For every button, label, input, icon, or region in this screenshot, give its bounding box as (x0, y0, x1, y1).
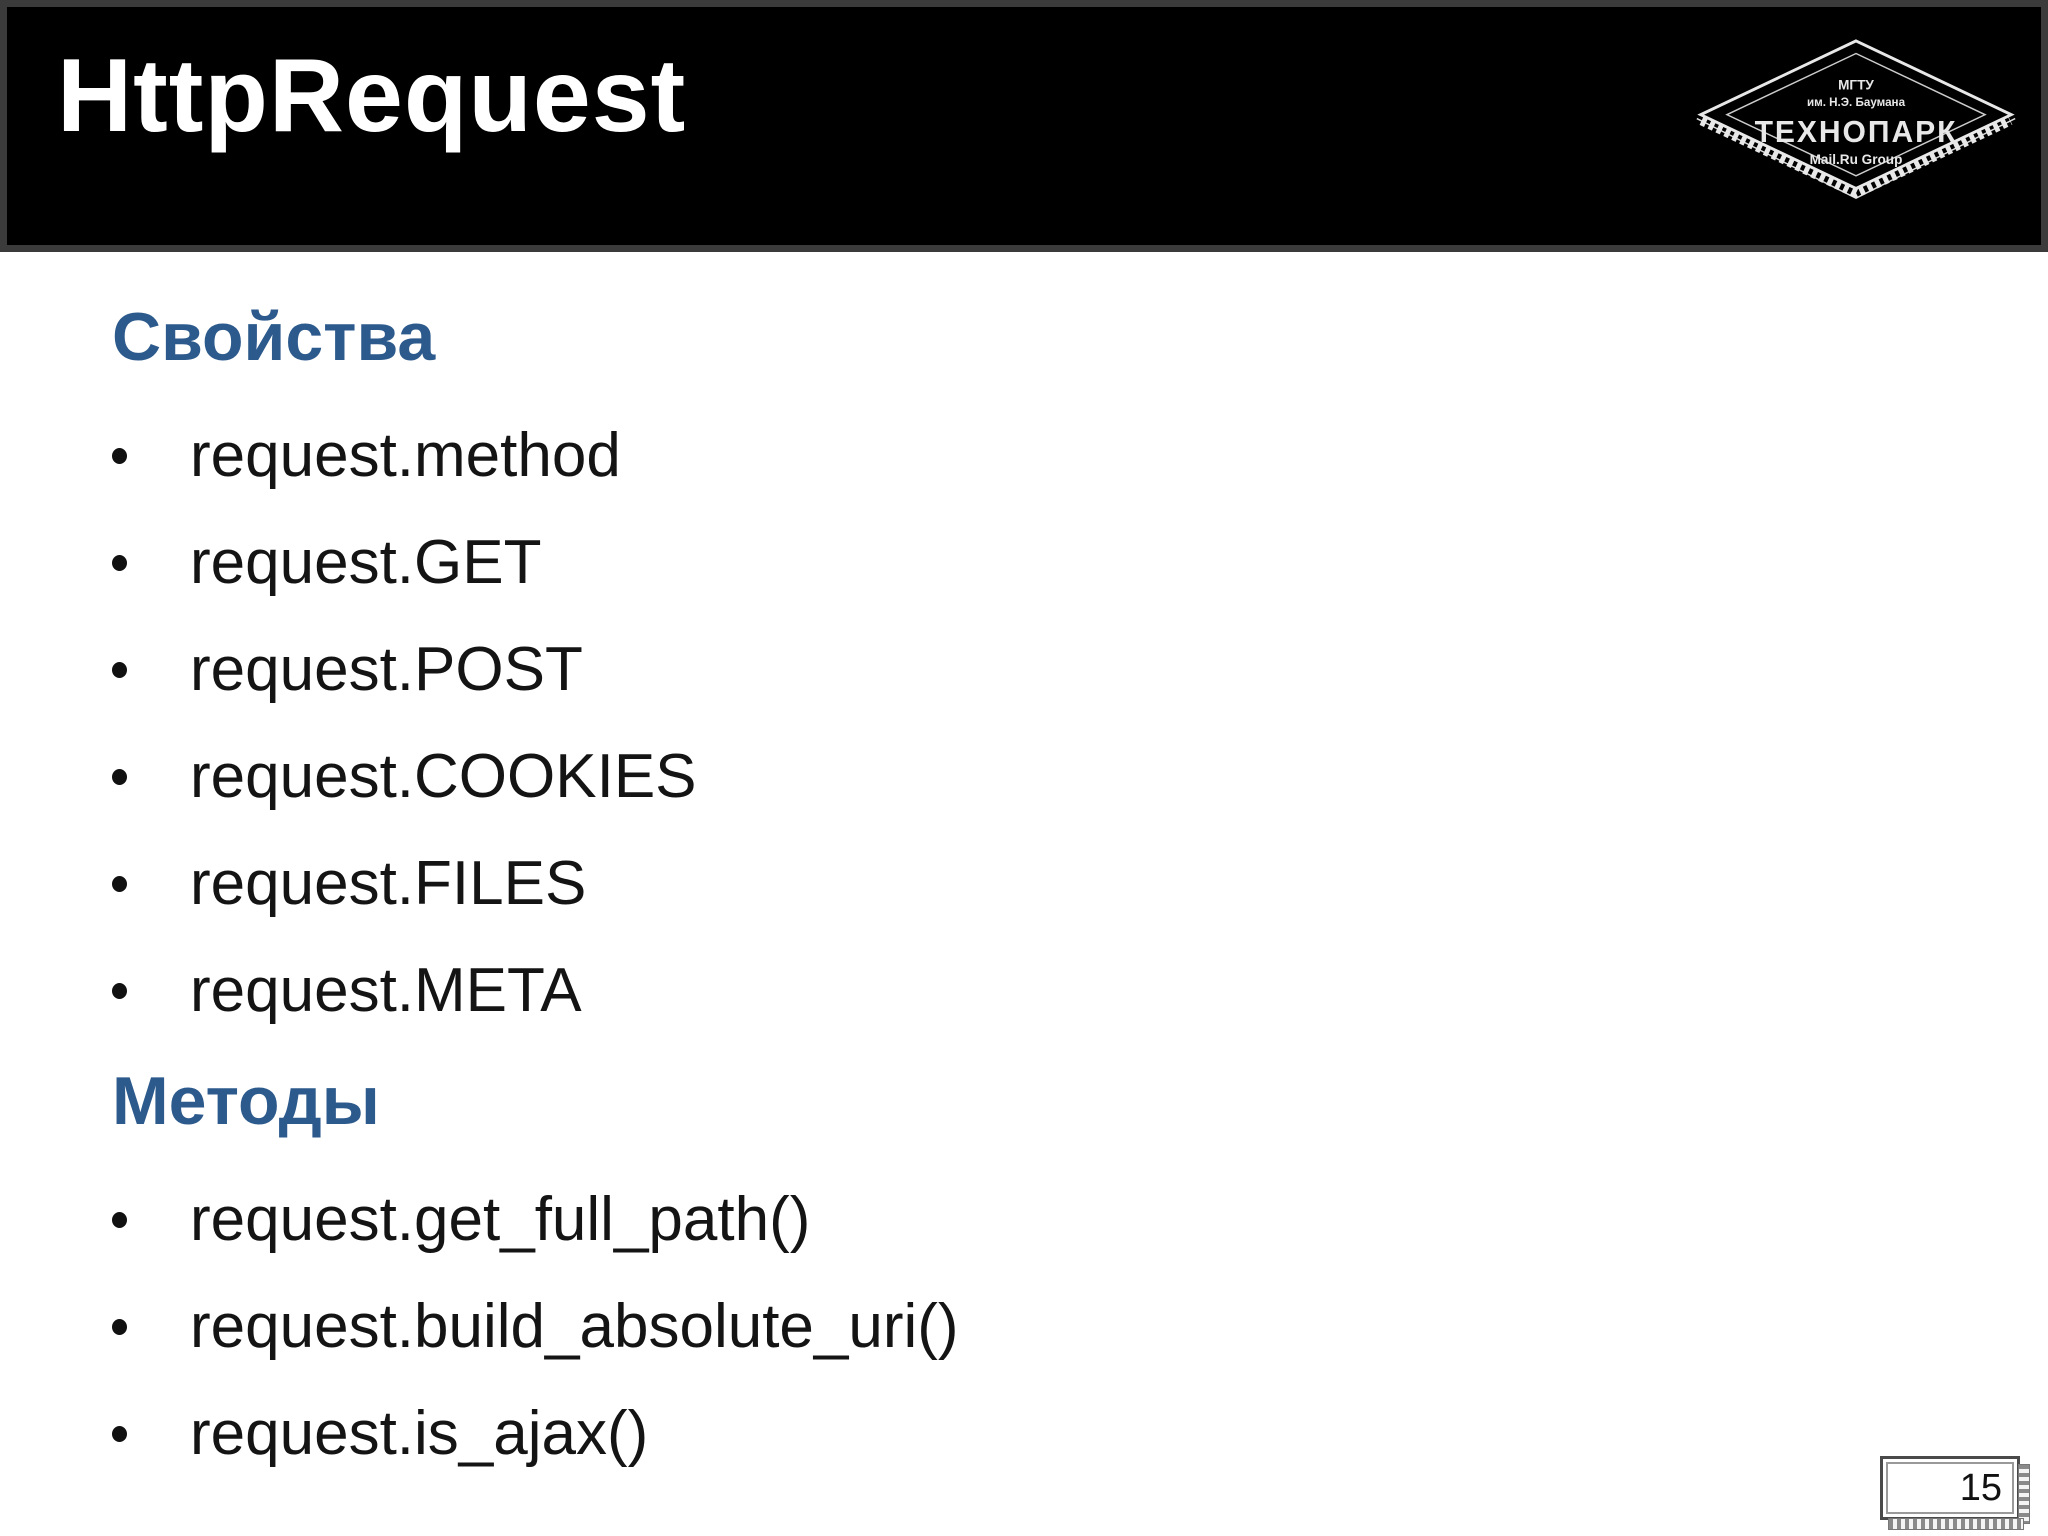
slide-content: Свойства request.method request.GET requ… (0, 252, 2048, 1487)
list-item-label: request.COOKIES (190, 742, 697, 812)
section-heading-properties: Свойства (112, 299, 436, 375)
bullet-icon (112, 982, 127, 999)
list-item-label: request.FILES (190, 849, 587, 919)
slide-title: HttpRequest (57, 38, 687, 154)
technopark-logo: МГТУ им. Н.Э. Баумана ТЕХНОПАРК Mail.Ru … (1696, 39, 2016, 199)
list-item: request.GET (112, 509, 2048, 616)
bullet-icon (112, 768, 127, 785)
list-item-label: request.META (190, 956, 582, 1026)
methods-list: request.get_full_path() request.build_ab… (0, 1166, 2048, 1487)
logo-ribbed-edge (1699, 116, 2013, 199)
logo-text-university: МГТУ (1838, 77, 1874, 92)
list-item-label: request.build_absolute_uri() (190, 1292, 959, 1362)
logo-diamond-outer (1697, 39, 2015, 191)
list-item-label: request.is_ajax() (190, 1399, 649, 1469)
list-item: request.COOKIES (112, 723, 2048, 830)
list-item: request.FILES (112, 830, 2048, 937)
bullet-icon (112, 661, 127, 678)
section-heading-methods: Методы (112, 1063, 380, 1140)
page-number-box: 15 (1880, 1456, 2030, 1530)
bullet-icon (112, 554, 127, 571)
list-item-label: request.GET (190, 528, 542, 598)
list-item-label: request.POST (190, 635, 583, 705)
bullet-icon (112, 447, 127, 464)
list-item-label: request.method (190, 421, 621, 491)
logo-text-technopark: ТЕХНОПАРК (1755, 116, 1958, 149)
list-item-label: request.get_full_path() (190, 1185, 811, 1255)
page-number: 15 (1886, 1462, 2014, 1514)
list-item: request.method (112, 402, 2048, 509)
logo-text-bauman: им. Н.Э. Баумана (1807, 96, 1906, 109)
bullet-icon (112, 1318, 127, 1335)
bullet-icon (112, 875, 127, 892)
list-item: request.is_ajax() (112, 1380, 2048, 1487)
list-item: request.POST (112, 616, 2048, 723)
properties-list: request.method request.GET request.POST … (0, 402, 2048, 1044)
list-item: request.build_absolute_uri() (112, 1273, 2048, 1380)
bullet-icon (112, 1211, 127, 1228)
slide-header: HttpRequest МГТУ им. Н.Э. Баумана ТЕХНОП… (0, 0, 2048, 252)
page-box-ribbed-edge-bottom (1888, 1518, 2024, 1530)
bullet-icon (112, 1425, 127, 1442)
logo-diamond-inner (1725, 52, 1987, 177)
list-item: request.META (112, 937, 2048, 1044)
logo-text-mailru: Mail.Ru Group (1810, 152, 1903, 167)
list-item: request.get_full_path() (112, 1166, 2048, 1273)
page-box-ribbed-edge-right (2018, 1464, 2030, 1524)
